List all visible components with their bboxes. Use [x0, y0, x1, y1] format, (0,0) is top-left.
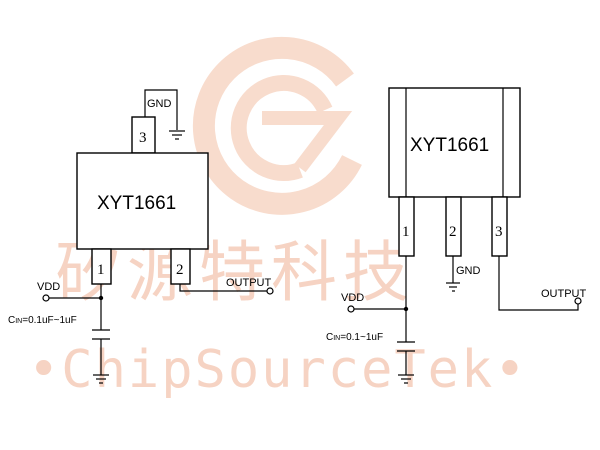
left-package-body	[76, 152, 209, 250]
left-capacitor	[92, 329, 110, 375]
right-vdd-terminal	[347, 305, 355, 313]
right-package-body	[388, 87, 521, 198]
watermark-english: •ChipSourceTek•	[28, 340, 528, 400]
left-output-wire	[179, 284, 267, 292]
right-vdd-node	[403, 306, 409, 312]
right-part-name: XYT1661	[410, 135, 489, 156]
left-cap-label: CIN=0.1uF~1uF	[8, 315, 77, 326]
left-pin1-label: 1	[97, 262, 105, 278]
right-pin3-label: 3	[495, 224, 503, 240]
right-output-label: OUTPUT	[541, 288, 587, 300]
watermark-logo	[192, 36, 362, 215]
right-vdd-label: VDD	[341, 292, 364, 304]
left-output-label: OUTPUT	[226, 277, 272, 289]
left-circuit: GND 3 XYT1661 1 2 VDD OUTPUT	[8, 89, 274, 384]
left-vdd-node	[98, 295, 104, 301]
left-pin2-label: 2	[176, 262, 184, 278]
left-part-name: XYT1661	[97, 193, 176, 214]
right-capacitor	[397, 341, 415, 375]
left-vdd-terminal	[42, 294, 50, 302]
left-gnd-top-symbol	[169, 130, 185, 140]
right-output-terminal	[574, 297, 582, 305]
right-gnd-top-symbol	[446, 282, 460, 292]
right-pin1-label: 1	[402, 224, 410, 240]
right-gnd-bottom-symbol	[398, 374, 414, 384]
left-gnd-wire	[144, 89, 178, 130]
right-circuit: XYT1661 1 2 3 GND OUTPUT VDD	[326, 87, 587, 384]
left-gnd-bottom-symbol	[93, 374, 109, 384]
left-gnd-label: GND	[147, 98, 172, 110]
left-pin3-label: 3	[139, 130, 147, 146]
right-gnd-label: GND	[456, 265, 481, 277]
right-cap-label: CIN=0.1~1uF	[326, 332, 383, 343]
left-vdd-label: VDD	[37, 281, 60, 293]
right-output-wire	[498, 256, 579, 311]
right-pin2-label: 2	[449, 224, 457, 240]
left-output-terminal	[266, 287, 274, 295]
